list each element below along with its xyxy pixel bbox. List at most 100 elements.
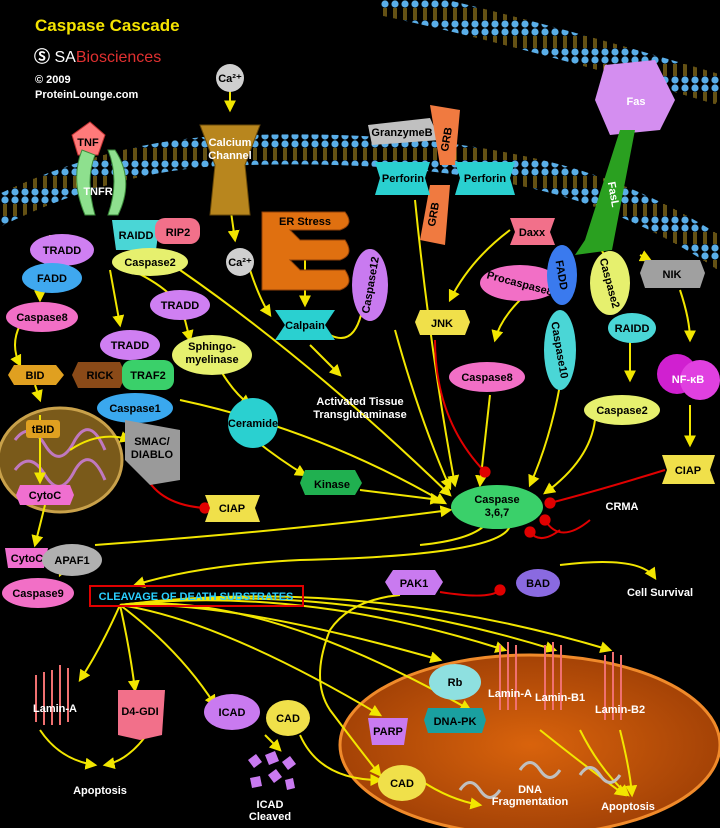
smac-diablo: SMAC/DIABLO [125,420,180,485]
nik: NIK [640,260,705,288]
grb-top: GRB [430,105,460,165]
svg-text:CIAP: CIAP [675,465,701,477]
calpain: Calpain [275,310,335,340]
svg-text:FADD: FADD [37,273,67,285]
svg-text:Ceramide: Ceramide [228,418,278,430]
smac-line2: DIABLO [131,449,174,461]
svg-text:GranzymeB: GranzymeB [371,127,432,139]
icad-cleaved-line1: ICAD [257,799,284,811]
apoptosis-left: Apoptosis [73,785,127,797]
rip2: RIP2 [155,218,200,244]
svg-text:tBID: tBID [32,424,55,436]
svg-text:Rb: Rb [448,677,463,689]
brand-sa: SA [54,49,76,66]
svg-text:Caspase2: Caspase2 [596,405,647,417]
icad-cleaved-fragments [248,751,296,790]
svg-text:RAIDD: RAIDD [119,230,154,242]
svg-text:JNK: JNK [431,318,453,330]
grb-bottom: GRB [420,185,450,245]
svg-text:CytoC: CytoC [29,490,61,502]
caspase1: Caspase1 [97,393,173,423]
dna-frag-line2: Fragmentation [492,796,569,808]
top-membrane [376,0,720,105]
svg-text:ICAD: ICAD [219,707,246,719]
caspase367-line2: 3,6,7 [485,507,509,519]
apaf1: APAF1 [42,544,102,576]
svg-text:PAK1: PAK1 [400,578,429,590]
tnf-ligand: TNF [71,121,106,156]
att-line1: Activated Tissue [316,396,403,408]
icad: ICAD [204,694,260,730]
svg-text:SMAC/DIABLO: SMAC/DIABLO [131,436,174,461]
rick: RICK [72,362,126,388]
svg-text:TRADD: TRADD [43,245,82,257]
tradd-3: TRADD [100,330,160,360]
sphingo-line2: myelinase [185,354,238,366]
svg-text:Calpain: Calpain [285,320,325,332]
copyright-line: © 2009 [35,74,71,86]
svg-text:Perforin: Perforin [464,173,506,185]
calcium-channel-line2: Channel [208,150,251,162]
svg-text:NIK: NIK [663,269,682,281]
parp: PARP [368,718,408,745]
rb: Rb [429,664,481,700]
daxx: Daxx [510,218,555,245]
svg-text:PARP: PARP [373,726,403,738]
dna-pk: DNA-PK [424,708,486,733]
page-title: Caspase Cascade [35,16,180,35]
ca-ion-1: Ca²⁺ [216,64,244,92]
svg-text:Caspase8: Caspase8 [461,372,512,384]
caspase2-top: Caspase2 [112,248,188,276]
caspase12: Caspase12 [352,249,388,321]
caspase9: Caspase9 [2,578,74,608]
cell-survival: Cell Survival [627,587,693,599]
tnfr-label: TNFR [83,186,112,198]
caspase8-left: Caspase8 [6,302,78,332]
perforin-left: Perforin [375,162,430,195]
svg-text:RAIDD: RAIDD [615,323,650,335]
svg-text:RIP2: RIP2 [166,227,190,239]
svg-text:CAD: CAD [390,778,414,790]
pak1: PAK1 [385,570,443,595]
svg-text:ER Stress: ER Stress [279,216,331,228]
kinase: Kinase [300,470,362,495]
svg-text:GRB: GRB [439,126,455,152]
caspase10: Caspase10 [544,310,576,390]
svg-text:BID: BID [26,370,45,382]
caspase8-right: Caspase8 [449,362,525,392]
svg-text:CLEAVAGE OF DEATH SUBSTRATES: CLEAVAGE OF DEATH SUBSTRATES [99,591,294,603]
svg-text:CIAP: CIAP [219,503,245,515]
crma: CRMA [606,501,639,513]
svg-text:Ca²⁺: Ca²⁺ [228,257,252,269]
caspase2-right: Caspase2 [590,251,630,315]
bad: BAD [516,569,560,597]
fasl-stalk: FasL [575,130,635,255]
dna-strands [458,761,622,799]
lamin-b2: Lamin-B2 [595,704,645,716]
tbid: tBID [26,420,60,438]
fadd-2: FADD [547,245,577,305]
inhibition-lines [144,339,666,597]
brand-logo: Ⓢ SABiosciences [34,43,161,67]
svg-text:RICK: RICK [87,370,114,382]
cytoc-apoptosome: CytoC [5,548,48,568]
tnf-label: TNF [77,137,99,149]
traf2: TRAF2 [122,360,174,390]
jnk: JNK [415,310,470,335]
tradd-2: TRADD [150,290,210,320]
perforin-right: Perforin [455,162,515,195]
svg-text:Sphingo-myelinase: Sphingo-myelinase [185,341,238,366]
svg-text:NF-κB: NF-κB [672,374,704,386]
ceramide: Ceramide [228,398,278,448]
svg-text:DNA-PK: DNA-PK [434,716,477,728]
svg-text:Caspase1: Caspase1 [109,403,160,415]
svg-text:TRADD: TRADD [111,340,150,352]
